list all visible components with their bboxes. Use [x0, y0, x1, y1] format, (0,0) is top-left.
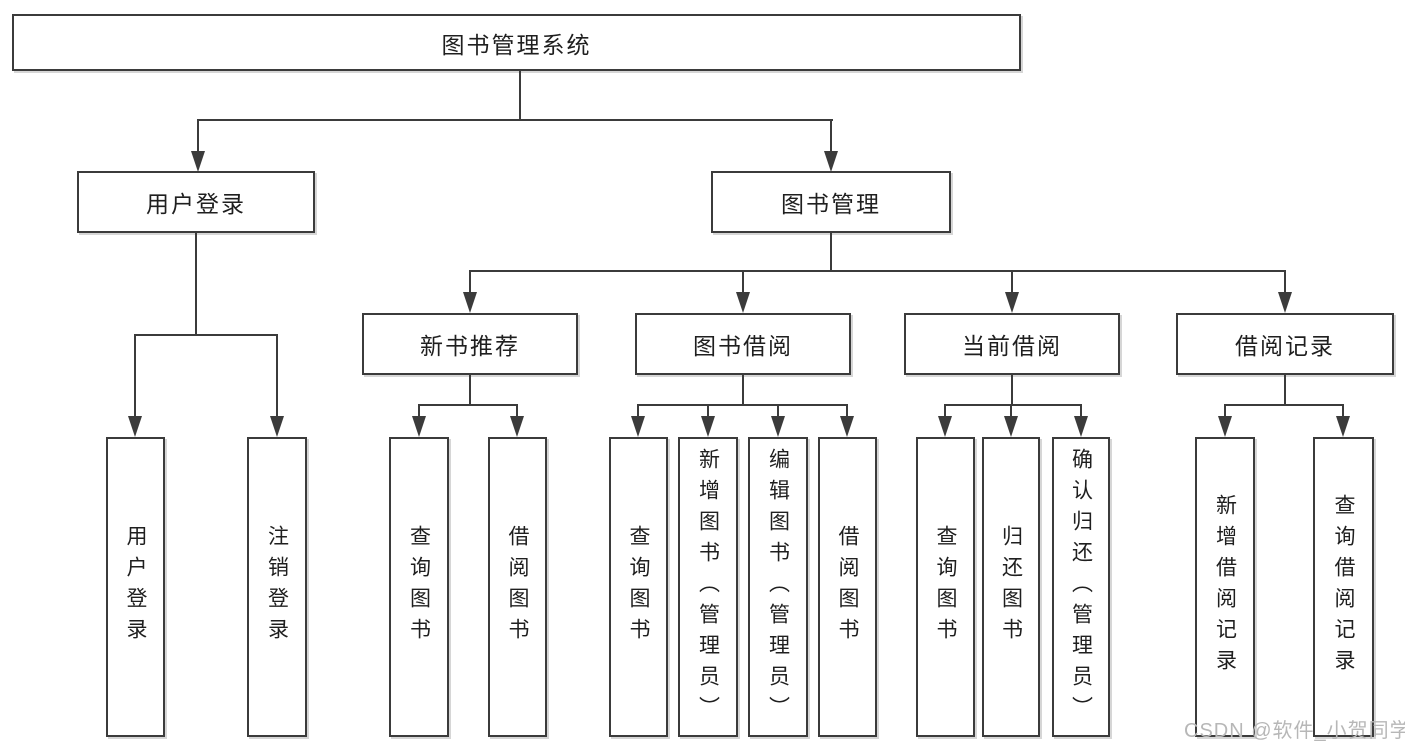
leaf-cb-query-label: 查询图书: [934, 525, 957, 649]
arrowhead-leaf-br-add-icon: [1218, 416, 1232, 437]
leaf-cb-return-label: 归还图书: [999, 525, 1023, 649]
edge-to-leaf-logout: [276, 334, 278, 418]
arrowhead-leaf-user-login-icon: [128, 416, 142, 437]
edge-new-book-rec-rail: [418, 404, 518, 406]
leaf-br-add-label: 新增借阅记录: [1213, 494, 1237, 680]
node-root-label: 图书管理系统: [441, 31, 592, 58]
arrowhead-leaf-cb-confirm-icon: [1074, 416, 1088, 437]
leaf-br-add: 新增借阅记录: [1195, 437, 1255, 737]
arrowhead-leaf-nb-borrow-icon: [510, 416, 524, 437]
edge-new-book-rec-trunk: [469, 375, 471, 406]
leaf-logout: 注销登录: [247, 437, 307, 737]
leaf-user-login: 用户登录: [106, 437, 165, 737]
edge-to-leaf-bb-add: [707, 404, 709, 418]
edge-to-leaf-bb-query: [637, 404, 639, 418]
arrowhead-leaf-cb-return-icon: [1004, 416, 1018, 437]
leaf-bb-borrow-label: 借阅图书: [836, 525, 859, 649]
leaf-bb-query-label: 查询图书: [627, 525, 650, 649]
arrowhead-borrow-records-icon: [1278, 292, 1292, 313]
leaf-cb-return: 归还图书: [982, 437, 1040, 737]
edge-to-borrow-records: [1284, 270, 1286, 293]
node-new-book-rec-label: 新书推荐: [420, 333, 520, 359]
node-borrow-records-label: 借阅记录: [1235, 333, 1335, 359]
node-book-mgmt-label: 图书管理: [781, 191, 881, 217]
node-book-borrow: 图书借阅: [635, 313, 851, 375]
arrowhead-leaf-cb-query-icon: [938, 416, 952, 437]
leaf-cb-query: 查询图书: [916, 437, 975, 737]
edge-to-leaf-bb-borrow: [846, 404, 848, 418]
leaf-user-login-label: 用户登录: [124, 525, 147, 649]
arrowhead-leaf-bb-query-icon: [631, 416, 645, 437]
leaf-nb-query-label: 查询图书: [407, 525, 431, 649]
leaf-bb-borrow: 借阅图书: [818, 437, 877, 737]
leaf-bb-edit-label: 编辑图书（管理员）: [766, 447, 790, 727]
leaf-cb-confirm-label: 确认归还（管理员）: [1069, 447, 1093, 727]
edge-book-borrow-trunk: [742, 375, 744, 406]
arrowhead-new-book-rec-icon: [463, 292, 477, 313]
edge-to-leaf-bb-edit: [777, 404, 779, 418]
node-user-login-label: 用户登录: [146, 191, 246, 217]
leaf-bb-add: 新增图书（管理员）: [678, 437, 738, 737]
leaf-bb-add-label: 新增图书（管理员）: [696, 447, 720, 727]
edge-book-borrow-rail: [637, 404, 848, 406]
node-book-borrow-label: 图书借阅: [693, 333, 793, 359]
edge-to-book-borrow: [742, 270, 744, 293]
arrowhead-user-login-icon: [191, 151, 205, 172]
edge-borrow-records-rail: [1224, 404, 1344, 406]
edge-to-leaf-cb-query: [944, 404, 946, 418]
edge-to-new-book-rec: [469, 270, 471, 293]
node-current-borrow: 当前借阅: [904, 313, 1120, 375]
edge-current-borrow-rail: [944, 404, 1081, 406]
node-new-book-rec: 新书推荐: [362, 313, 578, 375]
leaf-bb-edit: 编辑图书（管理员）: [748, 437, 808, 737]
edge-to-leaf-br-query: [1342, 404, 1344, 418]
leaf-bb-query: 查询图书: [609, 437, 668, 737]
leaf-nb-query: 查询图书: [389, 437, 449, 737]
edge-to-leaf-nb-borrow: [516, 404, 518, 418]
edge-to-leaf-user-login: [134, 334, 136, 418]
node-user-login: 用户登录: [77, 171, 315, 233]
edge-to-current-borrow: [1011, 270, 1013, 293]
edge-root-trunk: [519, 71, 521, 121]
node-root: 图书管理系统: [12, 14, 1021, 71]
arrowhead-book-borrow-icon: [736, 292, 750, 313]
arrowhead-leaf-bb-edit-icon: [771, 416, 785, 437]
edge-current-borrow-trunk: [1011, 375, 1013, 406]
leaf-nb-borrow: 借阅图书: [488, 437, 547, 737]
node-book-mgmt: 图书管理: [711, 171, 951, 233]
edge-root-to-book-mgmt: [830, 119, 832, 152]
arrowhead-current-borrow-icon: [1005, 292, 1019, 313]
edge-book-mgmt-trunk: [830, 233, 832, 272]
edge-root-rail: [197, 119, 833, 121]
edge-user-login-rail: [134, 334, 278, 336]
edge-to-leaf-cb-return: [1010, 404, 1012, 418]
edge-root-to-user-login: [197, 119, 199, 152]
edge-book-mgmt-rail: [469, 270, 1286, 272]
arrowhead-leaf-bb-borrow-icon: [840, 416, 854, 437]
arrowhead-leaf-br-query-icon: [1336, 416, 1350, 437]
edge-to-leaf-br-add: [1224, 404, 1226, 418]
leaf-logout-label: 注销登录: [265, 525, 289, 649]
edge-user-login-trunk: [195, 233, 197, 336]
node-borrow-records: 借阅记录: [1176, 313, 1394, 375]
leaf-nb-borrow-label: 借阅图书: [506, 525, 529, 649]
leaf-br-query: 查询借阅记录: [1313, 437, 1374, 737]
leaf-cb-confirm: 确认归还（管理员）: [1052, 437, 1110, 737]
arrowhead-book-mgmt-icon: [824, 151, 838, 172]
arrowhead-leaf-logout-icon: [270, 416, 284, 437]
edge-to-leaf-cb-confirm: [1080, 404, 1082, 418]
leaf-br-query-label: 查询借阅记录: [1332, 494, 1355, 680]
node-current-borrow-label: 当前借阅: [962, 333, 1062, 359]
arrowhead-leaf-bb-add-icon: [701, 416, 715, 437]
edge-borrow-records-trunk: [1284, 375, 1286, 406]
csdn-watermark: CSDN @软件_小贺同学: [1184, 720, 1405, 742]
arrowhead-leaf-nb-query-icon: [412, 416, 426, 437]
edge-to-leaf-nb-query: [418, 404, 420, 418]
